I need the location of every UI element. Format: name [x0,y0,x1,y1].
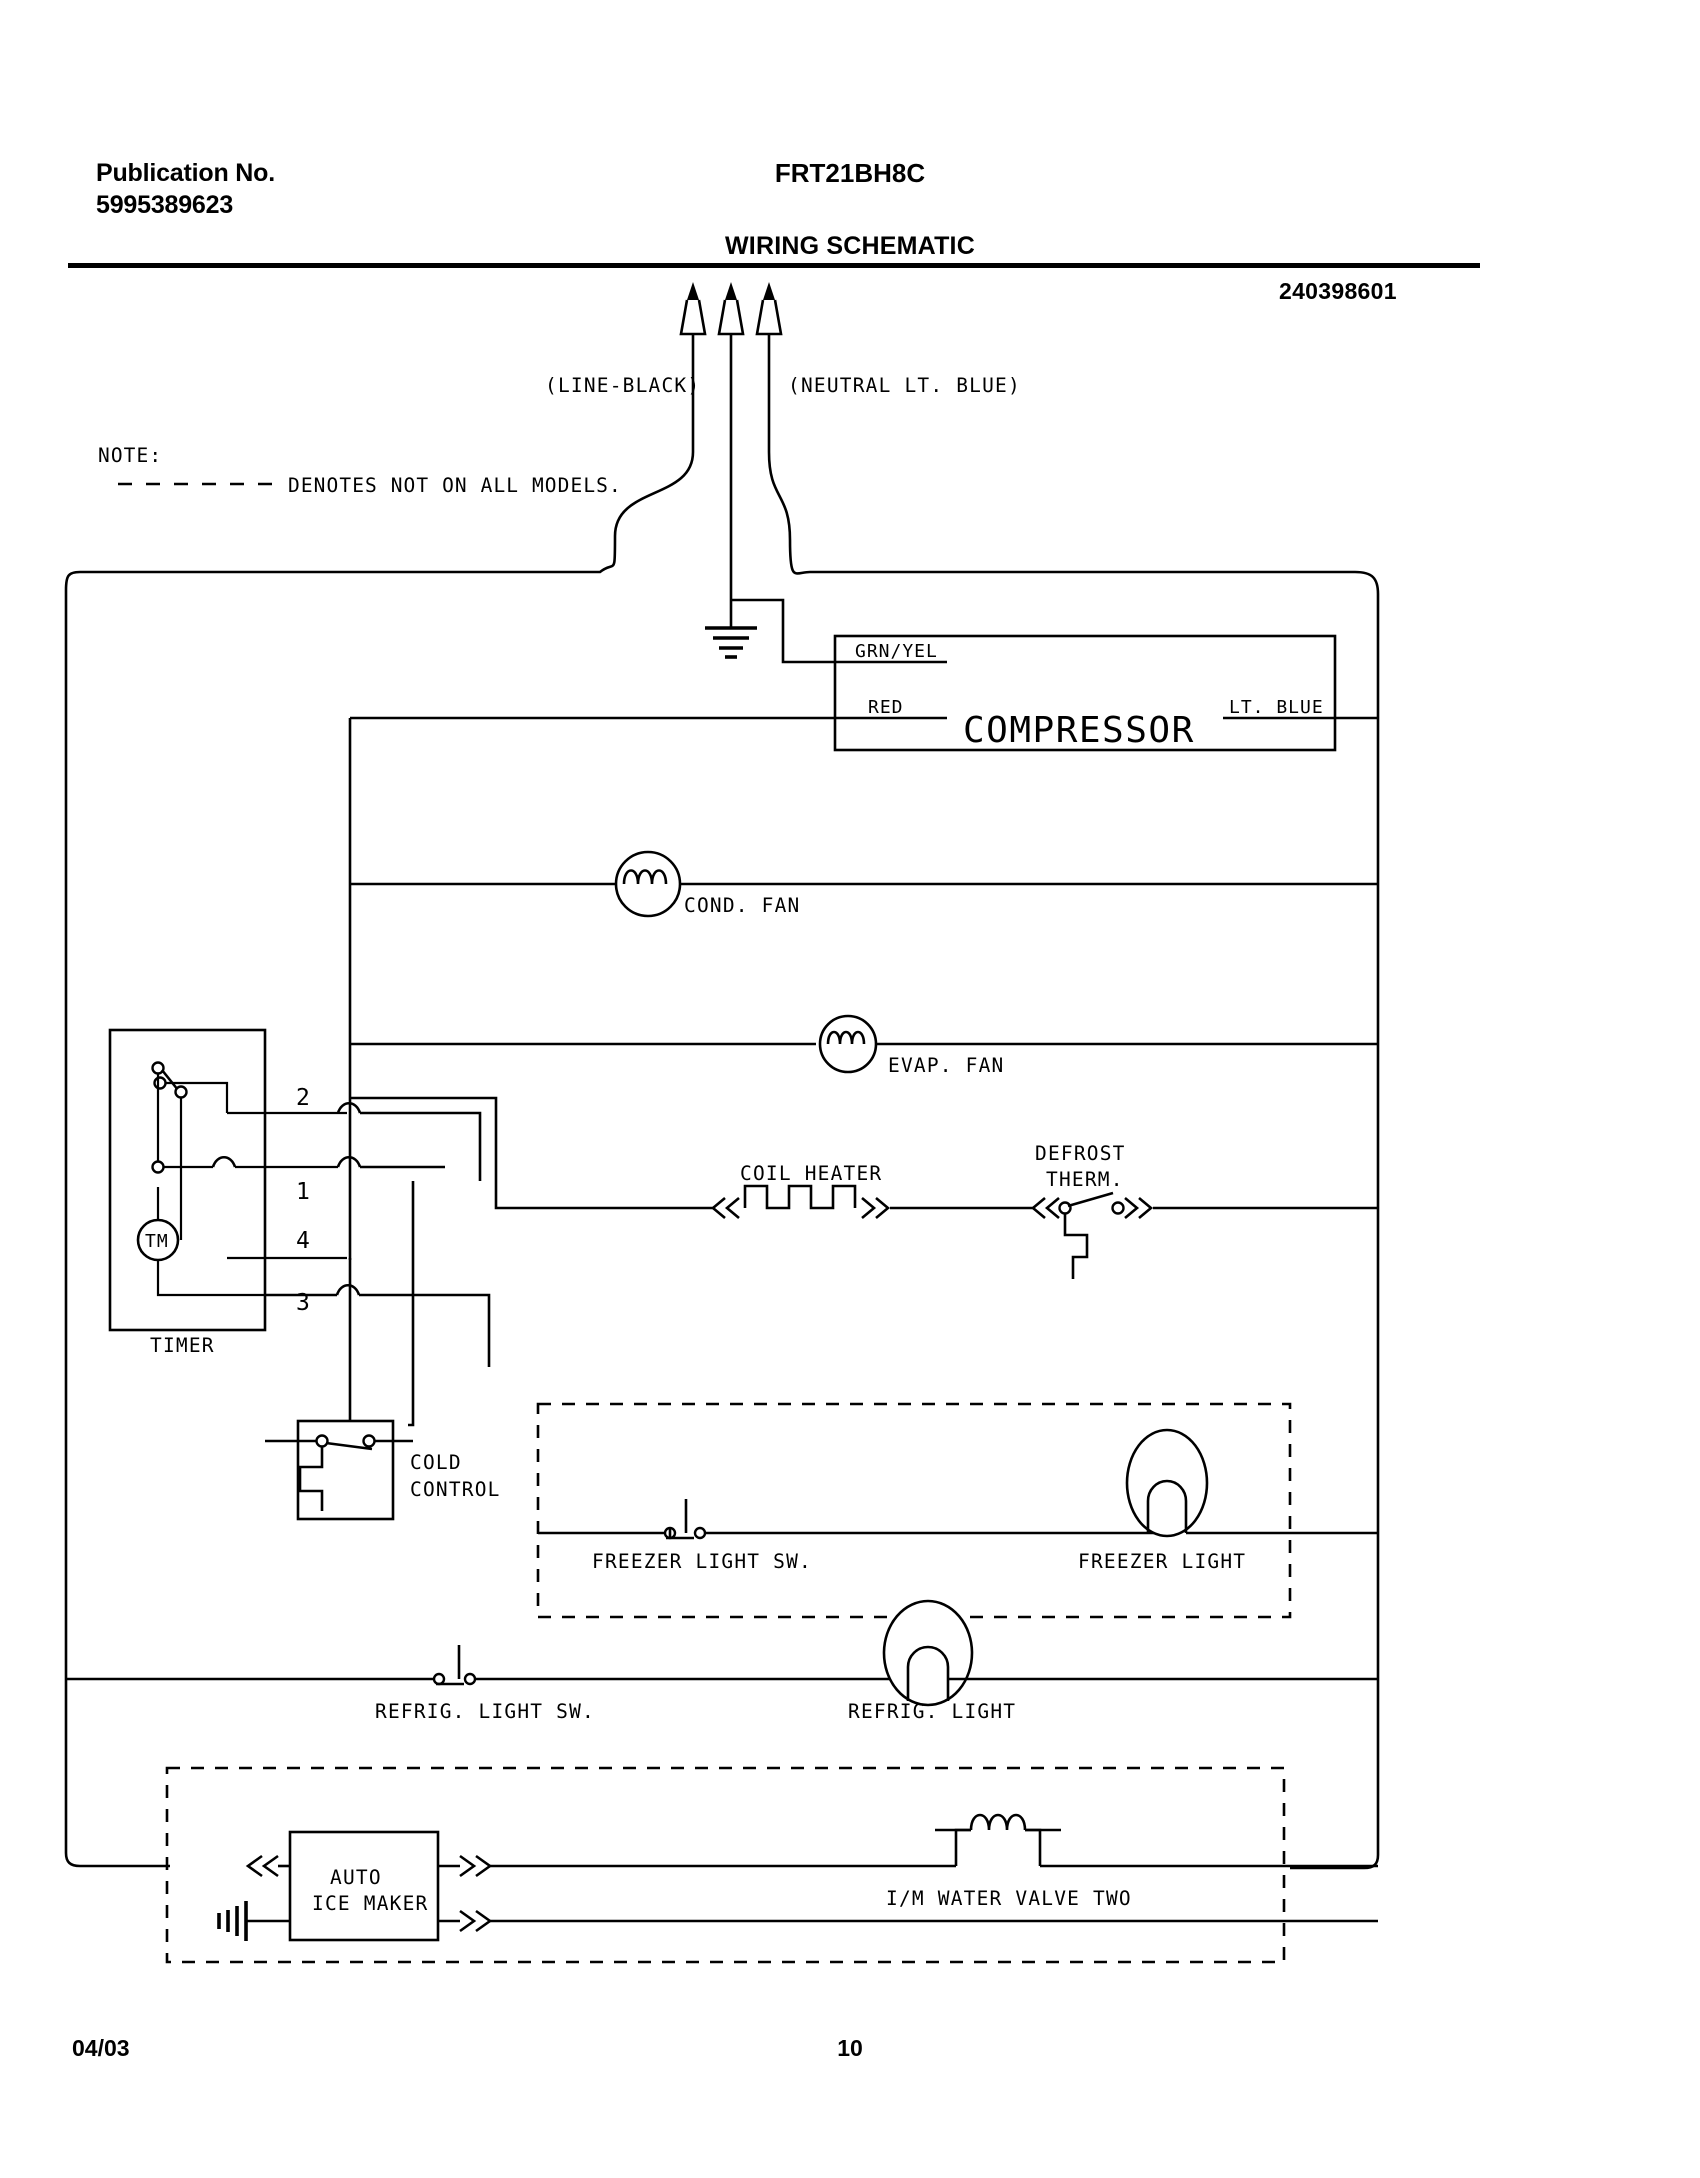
wire-hop-3a [335,1283,361,1296]
timer-block: TIMER TM 2 1 [108,1028,491,1367]
freezer-light-switch-icon [663,1499,707,1540]
defrost-circuit-branch: COIL HEATER DEFROST THERM. [350,1096,1378,1279]
cond-fan-branch: COND. FAN [350,850,1378,918]
refrig-light-switch-icon [432,1645,477,1686]
ice-maker-dashed-boundary [165,1766,1286,1964]
cond-fan-label: COND. FAN [684,894,800,917]
refrig-light-sw-label: REFRIG. LIGHT SW. [375,1700,595,1723]
compressor-box [833,634,1337,752]
note-block: NOTE: DENOTES NOT ON ALL MODELS. [98,444,622,497]
coil-heater-element-icon [743,1184,857,1210]
ice-maker-label-line1: AUTO [330,1866,382,1889]
timer-contact-upper-right [153,1076,167,1090]
timer-motor-return [156,1260,265,1297]
compressor-wire-ground-label: GRN/YEL [855,641,938,662]
neutral-label: (NEUTRAL LT. BLUE) [788,374,1021,397]
footer-date: 04/03 [72,2035,130,2061]
footer-page-number: 10 [837,2035,863,2061]
note-text: DENOTES NOT ON ALL MODELS. [288,474,622,497]
publication-number: 5995389623 [96,191,234,219]
line-black-label: (LINE-BLACK) [545,374,700,397]
compressor-label: COMPRESSOR [963,710,1195,751]
neutral-supply-wire [767,451,1380,1870]
cold-control-contact-right [362,1434,376,1448]
timer-label: TIMER [150,1334,215,1357]
refrig-lamp-icon [882,1599,974,1707]
evap-fan-label: EVAP. FAN [888,1054,1004,1077]
ground-to-compressor-wire [731,598,835,664]
ice-maker-ground-icon [217,1901,290,1941]
cold-control-bimetal-icon [298,1447,324,1511]
ice-maker-in-connector-icon [245,1854,279,1878]
page-title: WIRING SCHEMATIC [725,232,975,260]
timer-to-coldcontrol-wire [408,1181,415,1427]
timer-switch-arm [160,1069,180,1091]
defrost-therm-left-connector-icon [1030,1197,1060,1219]
cond-fan-motor-icon [614,850,682,918]
defrost-therm-right-connector-icon [1124,1197,1154,1219]
model-number: FRT21BH8C [774,158,926,188]
ice-maker-label-line2: ICE MAKER [312,1892,428,1915]
timer-terminal-2-label: 2 [296,1085,310,1111]
timer-contact-mid [174,1085,188,1099]
prong-neutral-icon [755,282,783,452]
freezer-light-group: FREEZER LIGHT SW. FREEZER LIGHT [536,1402,1292,1619]
publication-label: Publication No. [96,159,275,187]
coil-heater-right-connector-icon [861,1197,891,1219]
refrig-light-label: REFRIG. LIGHT [848,1700,1016,1723]
coil-heater-feed-wire [350,1096,713,1210]
ice-maker-out-bottom-connector-icon [459,1909,493,1933]
part-number: 240398601 [1279,278,1397,304]
publication-block: Publication No. 5995389623 [96,157,275,221]
wire-hop-1a [211,1155,237,1168]
coil-heater-label: COIL HEATER [740,1162,882,1185]
timer-terminal-1-label: 1 [296,1179,310,1205]
compressor-wire-neutral-label: LT. BLUE [1229,697,1324,718]
prong-line-icon [679,282,707,452]
power-supply-prongs [679,282,783,618]
cold-control-label-line2: CONTROL [410,1478,501,1501]
defrost-thermostat-icon [1058,1191,1125,1279]
evap-fan-branch: EVAP. FAN [350,1014,1378,1077]
defrost-therm-label-line1: DEFROST [1035,1142,1126,1165]
note-title: NOTE: [98,444,162,467]
ice-maker-box [288,1830,440,1942]
line-supply-wire [64,451,695,1868]
freezer-lamp-icon [1125,1428,1209,1538]
timer-2-out [360,1111,482,1181]
prong-ground-icon [717,282,745,618]
freezer-light-sw-label: FREEZER LIGHT SW. [592,1550,812,1573]
compressor-block: GRN/YEL RED LT. BLUE COMPRESSOR [833,634,1337,752]
cold-control-block: COLD CONTROL [265,1419,501,1521]
evap-fan-motor-icon [818,1014,878,1074]
refrig-light-group: REFRIG. LIGHT SW. REFRIG. LIGHT [66,1599,1378,1723]
timer-terminal-3-label: 3 [296,1290,310,1316]
water-valve-solenoid-icon [935,1813,1061,1866]
cold-control-box [296,1419,395,1521]
timer-contact-lower-left [151,1160,165,1174]
water-valve-label: I/M WATER VALVE TWO [886,1887,1132,1910]
timer-3-out [359,1293,491,1367]
freezer-light-label: FREEZER LIGHT [1078,1550,1246,1573]
timer-motor-label: TM [145,1231,169,1252]
cold-control-switch-arm [325,1441,373,1451]
ice-maker-out-top-connector-icon [459,1854,493,1878]
defrost-therm-label-line2: THERM. [1046,1168,1124,1191]
cold-control-label-line1: COLD [410,1451,462,1474]
title-divider [68,263,1480,268]
cold-control-contact-left [315,1434,329,1448]
compressor-wire-line-label: RED [868,697,904,718]
coil-heater-left-connector-icon [710,1197,740,1219]
ice-maker-group: AUTO ICE MAKER [165,1766,1286,1964]
timer-terminal-4-label: 4 [296,1228,310,1254]
timer-box [108,1028,267,1332]
timer-contact-wire-a [165,1081,229,1113]
chassis-ground-symbol [705,618,757,659]
